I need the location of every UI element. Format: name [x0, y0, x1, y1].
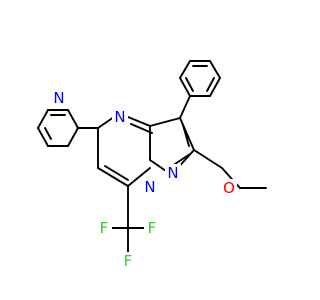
ether-o-mask [221, 179, 237, 197]
bridge-n-mask [142, 178, 158, 196]
fluorine-left-label: F [100, 219, 109, 237]
pyridine-ring [37, 109, 99, 147]
fluorine-bottom-mask [120, 252, 136, 270]
fluorine-top-mask [144, 219, 160, 237]
pyridine-n-mask [51, 89, 67, 107]
molecule-canvas: N N N N O F F F [37, 60, 267, 270]
trifluoromethyl-group [109, 185, 147, 253]
pyridine-n-label: N [53, 89, 64, 107]
fluorine-bottom-label: F [124, 252, 133, 270]
bridge-n-label: N [144, 178, 155, 196]
ring-n-label: N [114, 108, 125, 126]
pyrimidine-ring [97, 116, 153, 187]
pyrazole-n-mask [165, 164, 181, 182]
fluorine-left-mask [96, 219, 112, 237]
ether-o-label: O [223, 179, 235, 197]
fluorine-top-label: F [148, 219, 157, 237]
ring-n-mask [112, 108, 128, 126]
pyrazole-n-label: N [167, 164, 178, 182]
structure-diagram: N N N N O F F F [37, 60, 267, 270]
phenyl-ring [179, 60, 221, 97]
phenyl-link-bond [179, 95, 191, 119]
